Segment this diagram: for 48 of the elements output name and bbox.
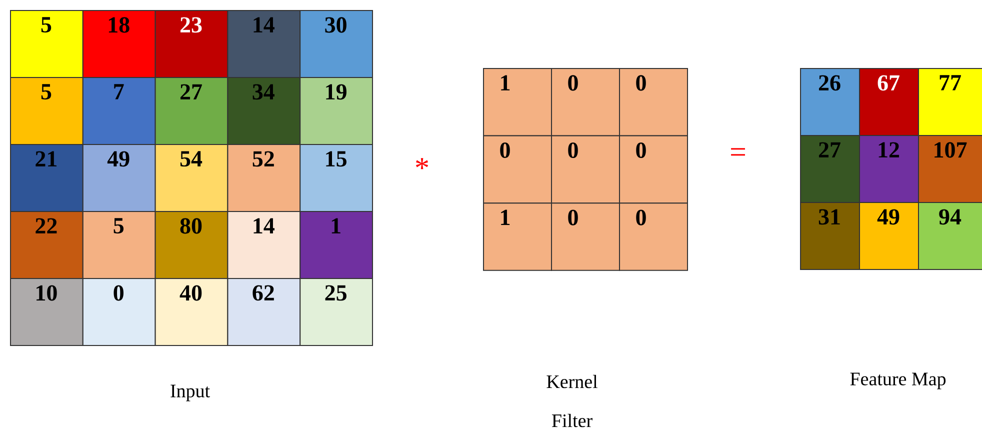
grid-cell: 0 <box>619 68 688 136</box>
grid-cell: 21 <box>10 144 84 212</box>
grid-cell: 5 <box>10 10 84 78</box>
grid-cell: 7 <box>82 77 156 145</box>
grid-cell: 31 <box>800 202 860 270</box>
grid-caption: Feature Map <box>850 372 946 390</box>
grid-cell: 107 <box>918 135 982 203</box>
grid-cell: 0 <box>619 135 688 204</box>
grid-cell: 5 <box>10 77 84 145</box>
grid-cell: 77 <box>918 68 982 136</box>
operator-symbol: * <box>416 158 428 170</box>
grid-cell: 1 <box>483 68 552 136</box>
grid-cell: 5 <box>82 211 156 279</box>
grid-cell: 23 <box>154 10 228 78</box>
grid-cell: 54 <box>154 144 228 212</box>
grid-cell: 0 <box>483 135 552 204</box>
grid-cell: 0 <box>619 202 688 271</box>
grid-cell: 26 <box>800 68 860 136</box>
grid-cell: 0 <box>551 68 620 136</box>
grid-caption: Kernel Filter <box>546 374 598 428</box>
grid-cell: 94 <box>918 202 982 270</box>
grid-cell: 67 <box>859 68 920 136</box>
grid-cell: 22 <box>10 211 84 279</box>
grid-cell: 52 <box>227 144 301 212</box>
grid-cell: 12 <box>859 135 920 203</box>
grid-cell: 80 <box>154 211 228 279</box>
grid-cell: 14 <box>227 211 301 279</box>
grid-cell: 62 <box>227 278 301 346</box>
grid-cell: 18 <box>82 10 156 78</box>
grid-cell: 1 <box>483 202 552 271</box>
grid-cell: 25 <box>300 278 373 346</box>
grid-cell: 1 <box>300 211 373 279</box>
grid-cell: 15 <box>300 144 373 212</box>
grid-cell: 40 <box>154 278 228 346</box>
grid-cell: 30 <box>300 10 373 78</box>
grid-cell: 10 <box>10 278 84 346</box>
grid-cell: 0 <box>551 135 620 204</box>
operator-symbol: = <box>731 148 745 156</box>
grid-cell: 0 <box>82 278 156 346</box>
grid-cell: 49 <box>82 144 156 212</box>
grid-cell: 34 <box>227 77 301 145</box>
grid-caption: Input <box>170 384 210 402</box>
grid-cell: 27 <box>154 77 228 145</box>
grid-cell: 27 <box>800 135 860 203</box>
grid-cell: 0 <box>551 202 620 271</box>
grid-cell: 19 <box>300 77 373 145</box>
grid-cell: 14 <box>227 10 301 78</box>
grid-cell: 49 <box>859 202 920 270</box>
